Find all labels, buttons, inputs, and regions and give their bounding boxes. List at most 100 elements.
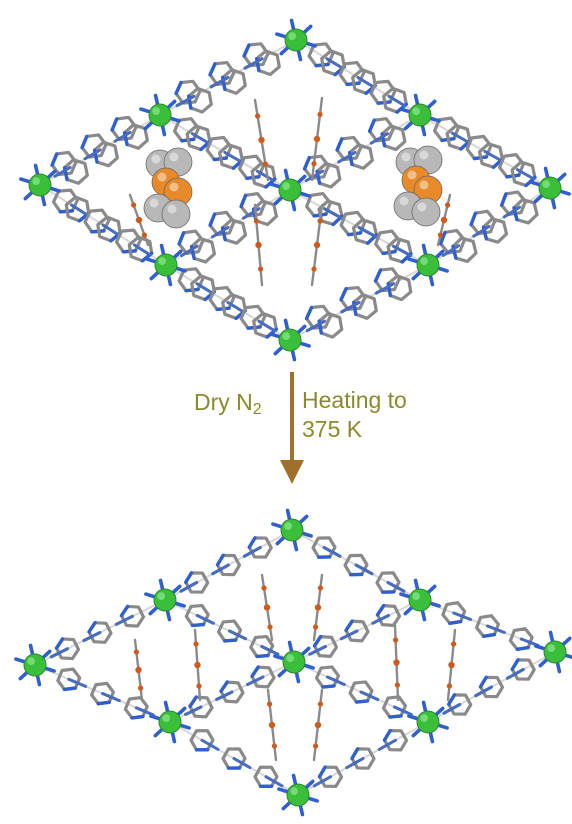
azo-bond [70, 203, 89, 217]
ring-nitrogen [373, 268, 383, 283]
linker-backbone [39, 114, 161, 186]
azo-bond [393, 705, 413, 716]
pillar-bond [312, 606, 320, 642]
azo-bond [195, 614, 215, 625]
linker-backbone [297, 721, 429, 796]
oxygen-atom [271, 743, 277, 749]
azo-bond [101, 692, 121, 703]
azo-bond [357, 226, 378, 239]
oxygen-atom [317, 701, 323, 707]
linker-backbone [419, 599, 556, 653]
linker-backbone [34, 664, 171, 723]
azo-bond [226, 301, 245, 314]
metal-highlight [32, 177, 41, 185]
guest-highlight [157, 172, 167, 182]
oxygen-atom [267, 701, 273, 707]
ring-nitrogen [177, 231, 186, 246]
pillar-bond [312, 723, 320, 762]
guest-highlight [149, 198, 159, 208]
metal-node [286, 783, 310, 807]
metal-node [416, 710, 440, 734]
oxygen-atom [393, 659, 400, 666]
heating-label-line2: 375 K [302, 416, 363, 442]
azo-bond [392, 244, 413, 258]
guest-atom [411, 197, 441, 227]
arrow-head [280, 460, 304, 484]
azo-bond [451, 131, 471, 144]
ring-nitrogen [247, 536, 257, 549]
oxygen-atom [133, 649, 139, 655]
azo-bond [474, 685, 493, 698]
ring-nitrogen [438, 230, 447, 246]
oxygen-atom [253, 218, 259, 224]
metal-node [280, 518, 304, 542]
oxygen-atom [314, 721, 322, 729]
pillar-bond [315, 203, 324, 247]
linker-backbone [164, 599, 295, 663]
ring-nitrogen [242, 43, 251, 58]
pillar-bond [137, 668, 144, 702]
azo-bond [264, 775, 284, 788]
metal-node [408, 588, 432, 612]
pillar-bond [253, 203, 260, 247]
pillar-bond [315, 96, 324, 141]
azo-bond [246, 675, 265, 686]
heating-label-line1: Heating to [302, 387, 407, 413]
ring-nitrogen [302, 155, 311, 171]
azo-bond [377, 738, 397, 751]
metal-node [28, 173, 52, 197]
ring-nitrogen [321, 684, 336, 689]
oxygen-atom [258, 136, 265, 144]
linker-backbone [159, 39, 297, 116]
azo-bond [53, 166, 72, 178]
azo-bond [82, 631, 102, 643]
pillar-bond [196, 663, 202, 702]
pillar-bond [260, 138, 270, 182]
oxygen-atom [138, 685, 144, 691]
oxygen-atom [141, 232, 147, 238]
ring-nitrogen [317, 765, 327, 779]
pillar-bond [450, 628, 457, 667]
ring-nitrogen [481, 632, 497, 638]
ring-nitrogen [499, 192, 508, 207]
azo-bond [260, 645, 280, 656]
pillar-bond [310, 243, 319, 287]
oxygen-atom [262, 161, 268, 167]
linker-backbone [419, 114, 551, 189]
oxygen-atom [317, 585, 323, 591]
guest-highlight [419, 180, 429, 190]
oxygen-atom [451, 641, 457, 647]
pillar-bond [270, 723, 278, 762]
azo-bond [242, 546, 262, 558]
azo-bond [325, 57, 344, 70]
metal-node [416, 253, 440, 277]
metal-node [282, 650, 306, 674]
ring-nitrogen [62, 686, 78, 692]
ring-nitrogen [110, 117, 119, 132]
metal-highlight [547, 644, 556, 653]
oxygen-atom [313, 624, 319, 630]
azo-bond [441, 244, 460, 257]
ring-nitrogen [382, 728, 392, 742]
azo-bond [256, 169, 276, 183]
oxygen-atom [437, 232, 443, 238]
azo-bond [308, 645, 327, 656]
azo-bond [180, 244, 199, 258]
metal-highlight [162, 714, 170, 723]
bottom-framework-structure [14, 508, 572, 817]
ring-nitrogen [388, 714, 403, 719]
azo-bond [83, 148, 102, 161]
pillar-bond [446, 663, 453, 702]
ring-nitrogen [478, 675, 488, 689]
linker-backbone [295, 39, 421, 116]
metal-highlight [27, 657, 35, 666]
metal-node [408, 103, 432, 127]
oxygen-atom [314, 604, 322, 611]
metal-highlight [290, 787, 298, 796]
ring-nitrogen [367, 118, 376, 133]
azo-bond [114, 614, 134, 626]
guest-highlight [167, 204, 177, 214]
azo-bond [211, 226, 230, 239]
ring-nitrogen [510, 658, 520, 671]
linker-backbone [293, 599, 421, 663]
